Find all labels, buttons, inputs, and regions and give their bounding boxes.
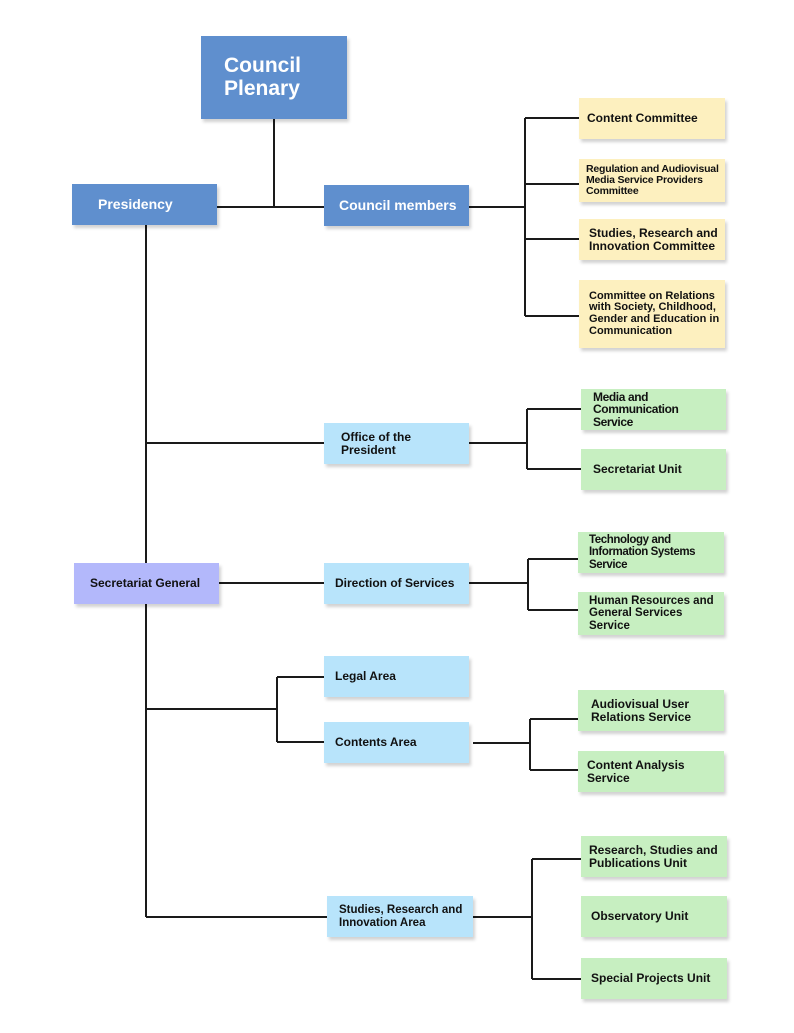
office-of-president-label: Office of the President [341, 429, 412, 457]
content-analysis-service-box: Content Analysis Service [578, 751, 724, 792]
secretariat-unit-box: Secretariat Unit [581, 449, 726, 490]
council-members-label: Council members [339, 197, 457, 214]
studies-committee-label: Studies, Research and Innovation Committ… [589, 225, 718, 253]
regulation-committee-box: Regulation and Audiovisual Media Service… [579, 159, 725, 202]
secretariat-general-box: Secretariat General [74, 563, 219, 604]
user-relations-service-label: Audiovisual User Relations Service [591, 696, 692, 724]
studies-area-box: Studies, Research and Innovation Area [327, 896, 473, 937]
content-analysis-service-label: Content Analysis Service [587, 757, 685, 785]
tech-service-label: Technology and Information Systems Servi… [589, 534, 696, 571]
council-plenary-label: Council Plenary [224, 54, 301, 100]
contents-area-label: Contents Area [335, 735, 417, 750]
presidency-label: Presidency [98, 196, 173, 213]
media-service-label: Media and Communication Service [593, 389, 679, 429]
special-projects-unit-box: Special Projects Unit [581, 958, 727, 999]
observatory-unit-box: Observatory Unit [581, 896, 727, 937]
legal-area-label: Legal Area [335, 669, 396, 684]
hr-service-box: Human Resources and General Services Ser… [578, 592, 724, 635]
publications-unit-label: Research, Studies and Publications Unit [589, 842, 718, 870]
relations-committee-label: Committee on Relations with Society, Chi… [589, 289, 720, 337]
hr-service-label: Human Resources and General Services Ser… [589, 595, 714, 632]
contents-area-box: Contents Area [324, 722, 469, 763]
content-committee-box: Content Committee [579, 98, 725, 139]
direction-of-services-box: Direction of Services [324, 563, 469, 604]
content-committee-label: Content Committee [587, 111, 698, 126]
secretariat-unit-label: Secretariat Unit [593, 462, 682, 477]
observatory-unit-label: Observatory Unit [591, 909, 689, 924]
tech-service-box: Technology and Information Systems Servi… [578, 532, 724, 573]
user-relations-service-box: Audiovisual User Relations Service [578, 690, 724, 731]
media-service-box: Media and Communication Service [581, 389, 726, 430]
council-plenary-box: Council Plenary [201, 36, 347, 119]
office-of-president-box: Office of the President [324, 423, 469, 464]
direction-of-services-label: Direction of Services [335, 576, 455, 591]
special-projects-unit-label: Special Projects Unit [591, 971, 711, 986]
secretariat-general-label: Secretariat General [90, 576, 201, 591]
regulation-committee-label: Regulation and Audiovisual Media Service… [586, 162, 719, 197]
legal-area-box: Legal Area [324, 656, 469, 697]
studies-area-label: Studies, Research and Innovation Area [339, 904, 463, 929]
relations-committee-box: Committee on Relations with Society, Chi… [579, 280, 725, 348]
studies-committee-box: Studies, Research and Innovation Committ… [579, 219, 725, 260]
presidency-box: Presidency [72, 184, 217, 225]
publications-unit-box: Research, Studies and Publications Unit [581, 836, 727, 877]
council-members-box: Council members [324, 185, 469, 226]
